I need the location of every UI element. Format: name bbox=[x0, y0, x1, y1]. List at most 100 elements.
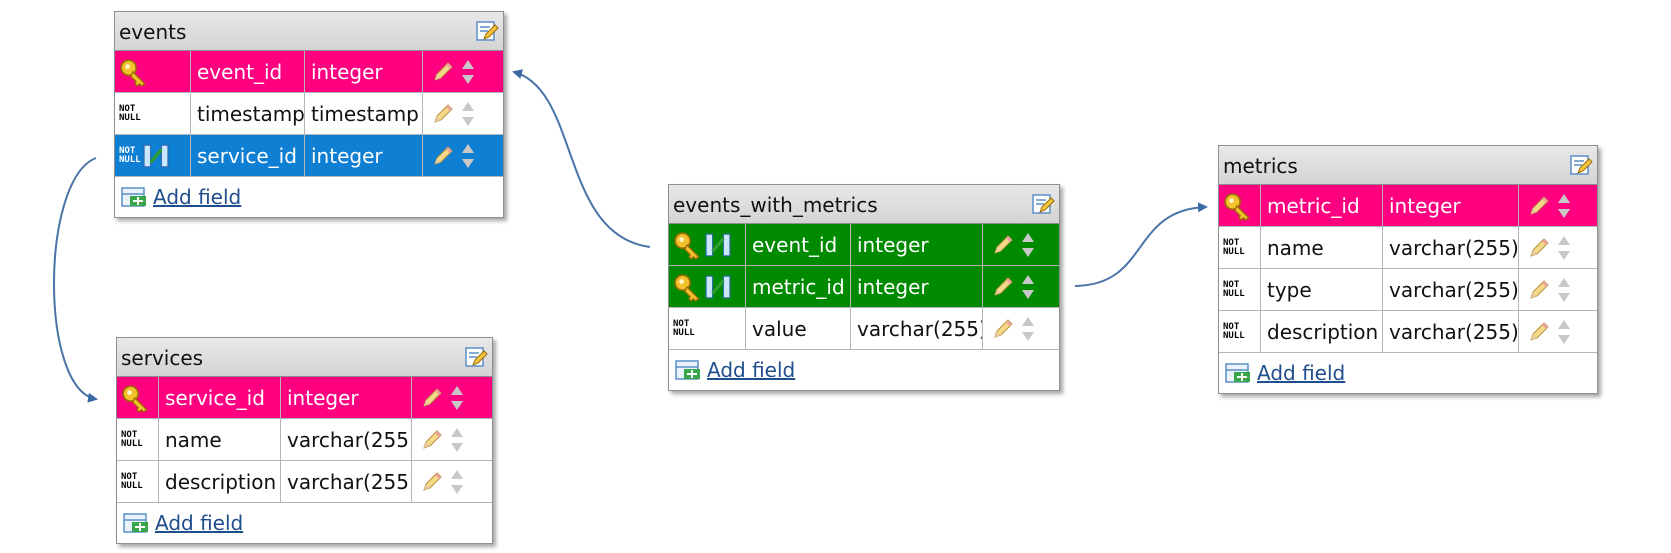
up-down-arrows-icon[interactable] bbox=[450, 468, 464, 496]
pencil-icon[interactable] bbox=[991, 233, 1015, 257]
table-header[interactable]: events bbox=[115, 12, 503, 51]
field-name: event_id bbox=[191, 51, 305, 92]
field-type: integer bbox=[1383, 185, 1519, 226]
field-name: metric_id bbox=[746, 266, 851, 307]
add-field-icon[interactable] bbox=[121, 185, 147, 209]
table-header[interactable]: events_with_metrics bbox=[669, 185, 1059, 224]
pencil-icon[interactable] bbox=[991, 317, 1015, 341]
add-field-icon[interactable] bbox=[675, 358, 701, 382]
key-icon bbox=[673, 272, 703, 302]
add-field-row[interactable]: Add field bbox=[115, 177, 503, 217]
field-name: description bbox=[1261, 311, 1383, 352]
add-field-link[interactable]: Add field bbox=[707, 358, 796, 382]
pencil-icon[interactable] bbox=[991, 275, 1015, 299]
up-down-arrows-icon[interactable] bbox=[1557, 234, 1571, 262]
up-down-arrows-icon[interactable] bbox=[1021, 273, 1035, 301]
pencil-icon[interactable] bbox=[431, 102, 455, 126]
table-header[interactable]: services bbox=[117, 338, 492, 377]
table-name: services bbox=[121, 346, 204, 370]
field-type: varchar(255) bbox=[1383, 311, 1519, 352]
table-header[interactable]: metrics bbox=[1219, 146, 1597, 185]
pencil-icon[interactable] bbox=[420, 386, 444, 410]
pencil-icon[interactable] bbox=[1527, 278, 1551, 302]
field-type: integer bbox=[851, 266, 983, 307]
key-icon bbox=[119, 57, 149, 87]
field-type: varchar(255) bbox=[281, 419, 412, 460]
relation-icon bbox=[705, 232, 731, 258]
relation-events-services bbox=[53, 157, 98, 403]
up-down-arrows-icon[interactable] bbox=[1021, 315, 1035, 343]
field-name: service_id bbox=[159, 377, 281, 418]
field-type: varchar(255) bbox=[281, 461, 412, 502]
add-field-icon[interactable] bbox=[1225, 361, 1251, 385]
field-row[interactable]: metric_id integer bbox=[1219, 185, 1597, 227]
field-name: timestamp bbox=[191, 93, 305, 134]
edit-table-icon[interactable] bbox=[464, 345, 488, 369]
edit-table-icon[interactable] bbox=[1031, 192, 1055, 216]
add-field-row[interactable]: Add field bbox=[669, 350, 1059, 390]
pencil-icon[interactable] bbox=[1527, 320, 1551, 344]
pencil-icon[interactable] bbox=[431, 60, 455, 84]
field-type: varchar(255) bbox=[851, 308, 983, 349]
add-field-link[interactable]: Add field bbox=[153, 185, 242, 209]
up-down-arrows-icon[interactable] bbox=[450, 426, 464, 454]
pencil-icon[interactable] bbox=[1527, 194, 1551, 218]
relation-ewm-metrics bbox=[1074, 202, 1208, 287]
field-type: varchar(255) bbox=[1383, 227, 1519, 268]
up-down-arrows-icon[interactable] bbox=[461, 100, 475, 128]
table-name: events_with_metrics bbox=[673, 193, 878, 217]
field-type: integer bbox=[851, 224, 983, 265]
up-down-arrows-icon[interactable] bbox=[1557, 318, 1571, 346]
table-events-with-metrics[interactable]: events_with_metrics event_id integer met… bbox=[668, 184, 1060, 391]
field-name: service_id bbox=[191, 135, 305, 176]
field-type: timestamp bbox=[305, 93, 423, 134]
field-type: integer bbox=[281, 377, 412, 418]
field-row[interactable]: metric_id integer bbox=[669, 266, 1059, 308]
field-name: name bbox=[1261, 227, 1383, 268]
relation-icon bbox=[705, 274, 731, 300]
edit-table-icon[interactable] bbox=[1569, 153, 1593, 177]
up-down-arrows-icon[interactable] bbox=[461, 58, 475, 86]
add-field-row[interactable]: Add field bbox=[1219, 353, 1597, 393]
add-field-link[interactable]: Add field bbox=[155, 511, 244, 535]
up-down-arrows-icon[interactable] bbox=[450, 384, 464, 412]
up-down-arrows-icon[interactable] bbox=[461, 142, 475, 170]
edit-table-icon[interactable] bbox=[475, 19, 499, 43]
field-row[interactable]: service_id integer bbox=[117, 377, 492, 419]
pencil-icon[interactable] bbox=[420, 470, 444, 494]
add-field-link[interactable]: Add field bbox=[1257, 361, 1346, 385]
field-row[interactable]: event_id integer bbox=[115, 51, 503, 93]
up-down-arrows-icon[interactable] bbox=[1557, 192, 1571, 220]
up-down-arrows-icon[interactable] bbox=[1021, 231, 1035, 259]
field-name: description bbox=[159, 461, 281, 502]
field-name: name bbox=[159, 419, 281, 460]
field-row[interactable]: event_id integer bbox=[669, 224, 1059, 266]
add-field-icon[interactable] bbox=[123, 511, 149, 535]
relation-ewm-events bbox=[512, 69, 651, 248]
pencil-icon[interactable] bbox=[420, 428, 444, 452]
pencil-icon[interactable] bbox=[1527, 236, 1551, 260]
add-field-row[interactable]: Add field bbox=[117, 503, 492, 543]
up-down-arrows-icon[interactable] bbox=[1557, 276, 1571, 304]
pencil-icon[interactable] bbox=[431, 144, 455, 168]
